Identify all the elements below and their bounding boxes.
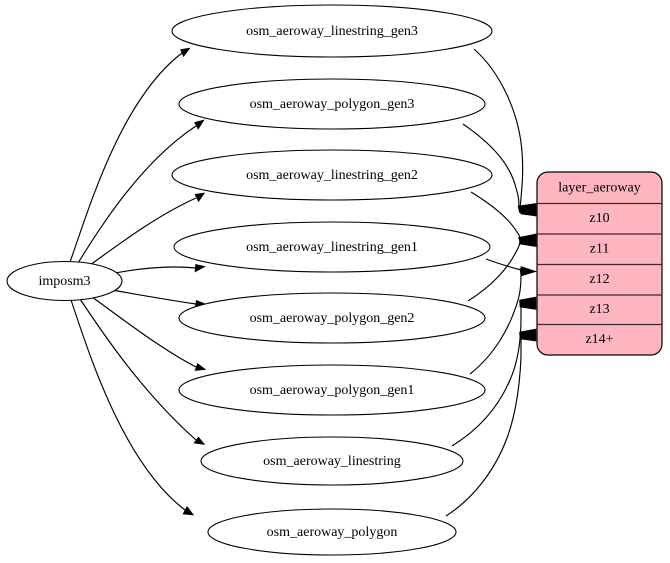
node-osm-aeroway-linestring-gen1[interactable]: osm_aeroway_linestring_gen1 bbox=[173, 221, 491, 273]
linestring-label: osm_aeroway_linestring bbox=[263, 454, 401, 469]
layer-row-z13-label: z13 bbox=[589, 302, 609, 317]
node-osm-aeroway-polygon[interactable]: osm_aeroway_polygon bbox=[207, 508, 457, 556]
edge-polygon-gen2-to-z11 bbox=[467, 233, 537, 302]
node-osm-aeroway-linestring-gen3[interactable]: osm_aeroway_linestring_gen3 bbox=[171, 4, 493, 58]
edge-imposm3-to-polygon-gen1 bbox=[91, 296, 207, 371]
layer-row-z11-label: z11 bbox=[590, 242, 610, 257]
edge-linestring-to-z13 bbox=[451, 296, 537, 447]
imposm3-ellipse[interactable] bbox=[6, 260, 123, 302]
edge-polygon-gen3-to-z10 bbox=[462, 123, 537, 217]
linestring-gen1-label: osm_aeroway_linestring_gen1 bbox=[246, 240, 418, 255]
edge-polygon-gen1-to-z12 bbox=[469, 268, 537, 375]
node-osm-aeroway-linestring-gen2[interactable]: osm_aeroway_linestring_gen2 bbox=[171, 149, 493, 201]
node-layer-aeroway-table[interactable]: layer_aeroway z10 z11 z12 z13 z14+ bbox=[536, 171, 663, 356]
polygon-ellipse[interactable] bbox=[207, 508, 457, 556]
polygon-gen2-ellipse[interactable] bbox=[178, 292, 486, 344]
node-osm-aeroway-linestring[interactable]: osm_aeroway_linestring bbox=[200, 436, 464, 486]
node-osm-aeroway-polygon-gen1[interactable]: osm_aeroway_polygon_gen1 bbox=[178, 364, 486, 416]
edge-group-tables-to-layer bbox=[445, 48, 538, 517]
layer-aeroway-box[interactable] bbox=[536, 171, 663, 356]
layer-row-z12-label: z12 bbox=[589, 272, 609, 287]
edge-imposm3-to-polygon bbox=[70, 299, 195, 516]
linestring-gen3-label: osm_aeroway_linestring_gen3 bbox=[246, 24, 418, 39]
edge-polygon-to-z14 bbox=[445, 328, 537, 517]
edge-imposm3-to-linestring-gen1 bbox=[109, 264, 206, 275]
polygon-label: osm_aeroway_polygon bbox=[267, 525, 398, 540]
polygon-gen1-ellipse[interactable] bbox=[178, 364, 486, 416]
node-imposm3[interactable]: imposm3 bbox=[6, 260, 123, 302]
polygon-gen3-ellipse[interactable] bbox=[178, 78, 486, 130]
edge-imposm3-to-linestring bbox=[79, 298, 206, 445]
polygon-gen2-label: osm_aeroway_polygon_gen2 bbox=[250, 311, 415, 326]
linestring-gen3-ellipse[interactable] bbox=[171, 4, 493, 58]
edge-imposm3-to-linestring-gen3 bbox=[69, 47, 191, 263]
linestring-gen2-ellipse[interactable] bbox=[171, 149, 493, 201]
polygon-gen1-label: osm_aeroway_polygon_gen1 bbox=[250, 383, 415, 398]
linestring-ellipse[interactable] bbox=[200, 436, 464, 486]
polygon-gen3-label: osm_aeroway_polygon_gen3 bbox=[250, 97, 415, 112]
linestring-gen1-ellipse[interactable] bbox=[173, 221, 491, 273]
node-osm-aeroway-polygon-gen2[interactable]: osm_aeroway_polygon_gen2 bbox=[178, 292, 486, 344]
edge-imposm3-to-polygon-gen2 bbox=[111, 289, 207, 309]
layer-row-z14-label: z14+ bbox=[585, 332, 613, 347]
edge-imposm3-to-polygon-gen3 bbox=[77, 119, 205, 264]
edge-imposm3-to-linestring-gen2 bbox=[89, 192, 206, 266]
edge-group-source-to-tables bbox=[69, 47, 207, 516]
layer-aeroway-header-label: layer_aeroway bbox=[558, 181, 640, 196]
linestring-gen2-label: osm_aeroway_linestring_gen2 bbox=[246, 168, 418, 183]
edge-linestring-gen3-to-z10 bbox=[473, 48, 537, 217]
node-osm-aeroway-polygon-gen3[interactable]: osm_aeroway_polygon_gen3 bbox=[178, 78, 486, 130]
imposm3-label: imposm3 bbox=[38, 274, 90, 289]
layer-row-z10-label: z10 bbox=[589, 211, 609, 226]
